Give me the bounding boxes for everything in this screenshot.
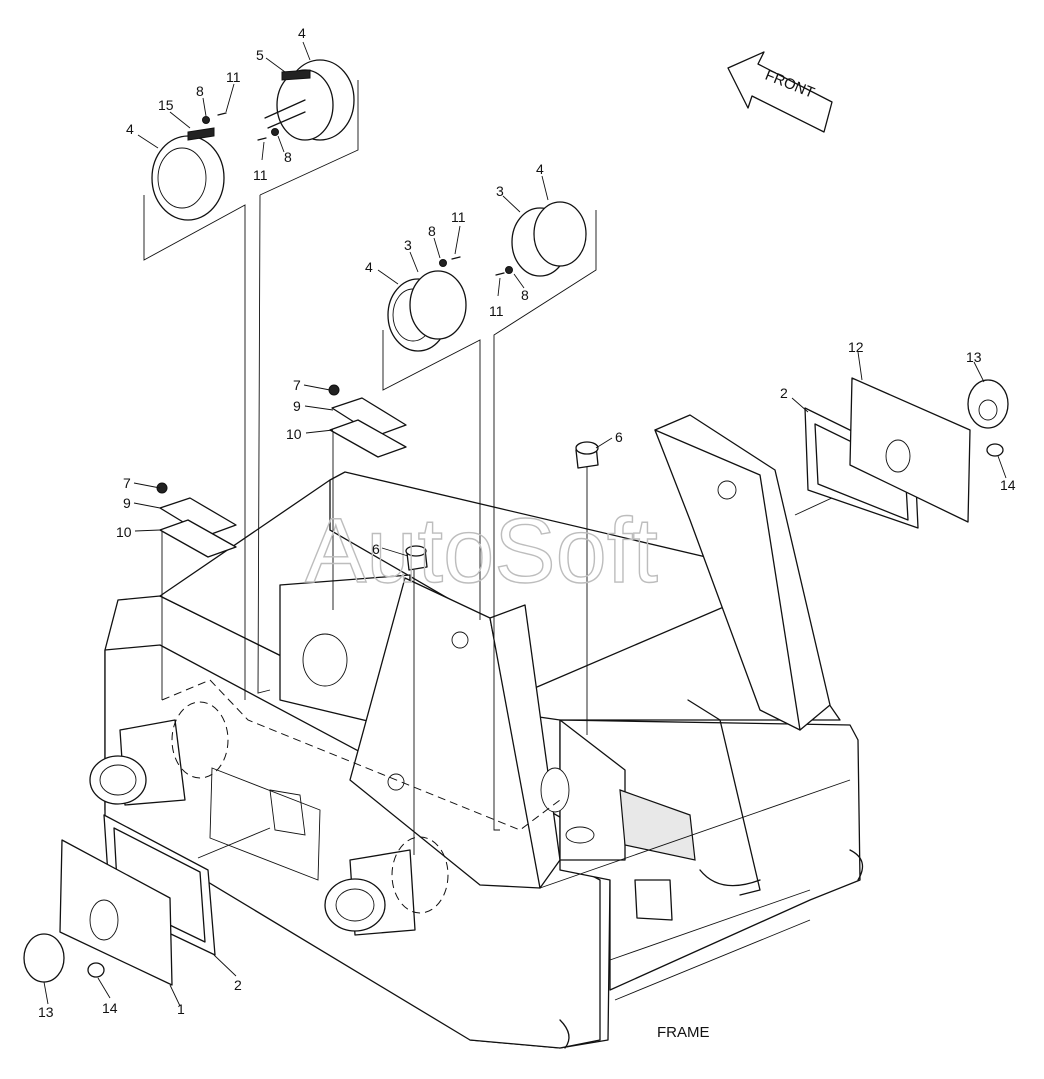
callout-3: 3	[404, 237, 412, 253]
callout-10: 10	[116, 524, 132, 540]
frame-right-wall	[559, 719, 861, 991]
callout-6: 6	[615, 429, 623, 445]
frame-rear-box	[559, 719, 626, 861]
assembly-lines	[143, 80, 861, 859]
right-axle-tube	[324, 836, 449, 936]
left-axle-tube	[89, 701, 229, 806]
callout-7: 7	[123, 475, 131, 491]
callout-8: 8	[284, 149, 292, 165]
callout-2: 2	[780, 385, 788, 401]
callout-5: 5	[256, 47, 264, 63]
callout-14: 14	[1000, 477, 1016, 493]
main-frame	[89, 414, 864, 1049]
callout-11: 11	[253, 167, 268, 183]
callout-11: 11	[489, 303, 504, 319]
plug-parts	[405, 441, 599, 571]
watermark: AutoSoft	[305, 500, 658, 602]
callout-4: 4	[126, 121, 134, 137]
callout-leaders	[43, 41, 1007, 1007]
frame-cross-beam	[329, 471, 741, 691]
callout-4: 4	[536, 161, 544, 177]
callout-11: 11	[226, 69, 241, 85]
callout-8: 8	[196, 83, 204, 99]
inspection-cover-upper	[328, 384, 407, 458]
callout-7: 7	[293, 377, 301, 393]
callout-8: 8	[428, 223, 436, 239]
frame-right-tower-front	[654, 429, 801, 731]
callout-14: 14	[102, 1000, 118, 1016]
front-direction-arrow: FRONT	[727, 51, 833, 133]
callout-9: 9	[123, 495, 131, 511]
right-side-plate-assembly	[804, 377, 1009, 529]
callout-15: 15	[158, 97, 174, 113]
callout-6: 6	[372, 541, 380, 557]
side-access-opening	[209, 767, 321, 881]
callout-1: 1	[177, 1001, 185, 1017]
callout-9: 9	[293, 398, 301, 414]
callout-13: 13	[966, 349, 982, 365]
callout-10: 10	[286, 426, 302, 442]
upper-left-cover-assembly	[151, 59, 355, 221]
callout-12: 12	[848, 339, 864, 355]
callout-3: 3	[496, 183, 504, 199]
inspection-cover-lower	[156, 482, 237, 558]
callout-2: 2	[234, 977, 242, 993]
callout-4: 4	[298, 25, 306, 41]
callout-13: 13	[38, 1004, 54, 1020]
left-side-plate-assembly	[23, 814, 216, 986]
frame-valve-block	[619, 789, 696, 861]
callout-4: 4	[365, 259, 373, 275]
callout-8: 8	[521, 287, 529, 303]
center-flange-assembly	[387, 201, 587, 352]
callout-labels: 4 5 11 8 15 4 8 11 4 3 11 8 3 4 8 11 7 9…	[38, 25, 1016, 1020]
callout-11: 11	[451, 209, 466, 225]
diagram-caption: FRAME	[657, 1024, 710, 1041]
